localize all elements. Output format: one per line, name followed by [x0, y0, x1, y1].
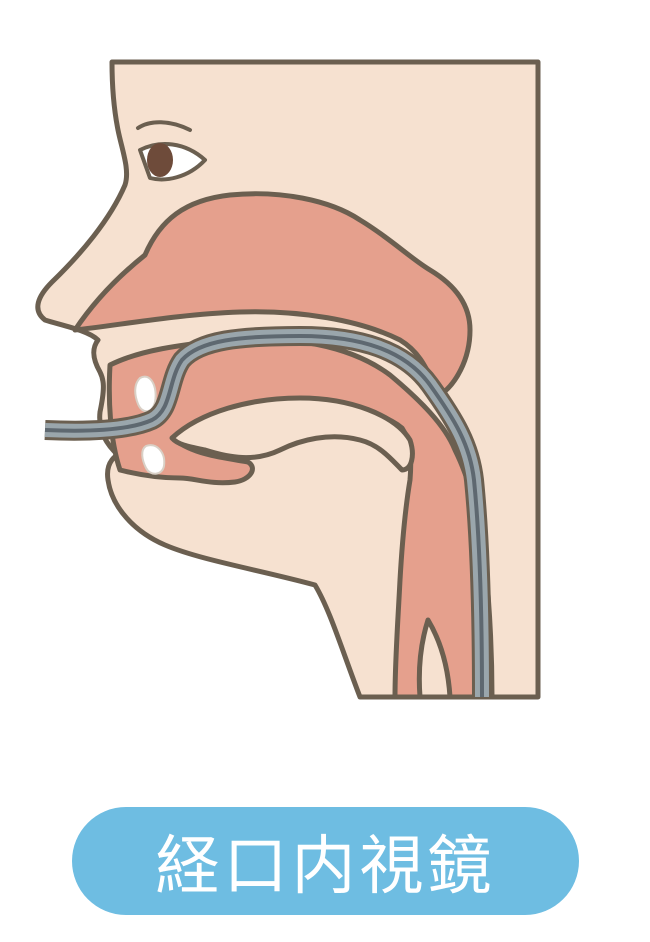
- iris: [147, 143, 173, 177]
- oral-pharynx-tissue: [106, 336, 495, 700]
- caption-badge: 経口内視鏡: [72, 807, 579, 915]
- tongue: [169, 395, 415, 473]
- eyebrow: [136, 120, 192, 132]
- oral-endoscopy-illustration: [35, 59, 541, 700]
- caption-label: 経口内視鏡: [155, 830, 496, 904]
- lower-teeth: [141, 444, 166, 475]
- larynx: [416, 617, 453, 700]
- upper-teeth: [134, 375, 157, 413]
- endoscope-core: [44, 334, 484, 698]
- nasal-cavity: [72, 191, 473, 398]
